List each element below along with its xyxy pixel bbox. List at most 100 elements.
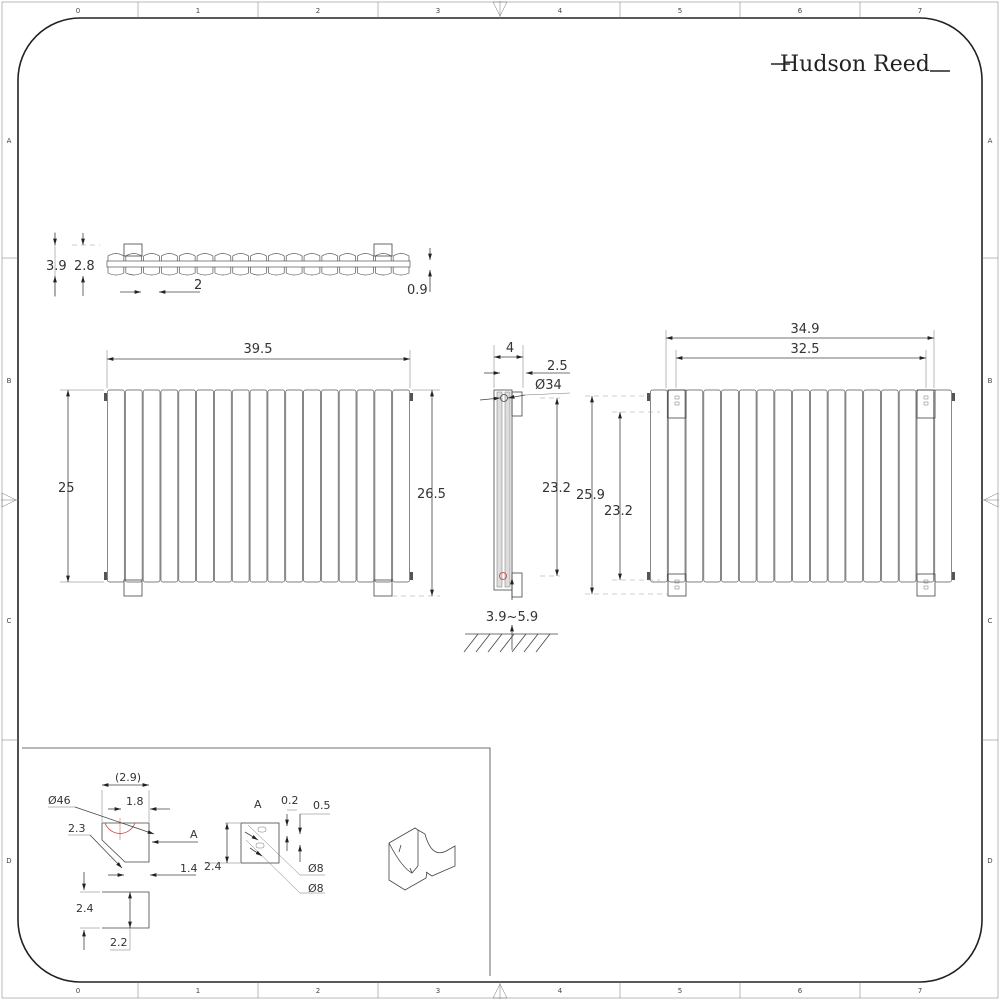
dim-pipe-centres: 23.2 xyxy=(542,481,571,496)
radiator-tube xyxy=(738,389,757,583)
dim-bend-width: 2.2 xyxy=(110,936,128,949)
bracket-slot xyxy=(674,579,680,584)
radiator-tube xyxy=(934,389,952,583)
radiator-tube xyxy=(650,389,668,583)
radiator-tube xyxy=(356,389,375,583)
radiator-tube xyxy=(196,389,214,583)
radiator-tube-top xyxy=(143,265,160,276)
grid-col-label: 5 xyxy=(678,7,682,15)
grid-col-label: 7 xyxy=(918,7,922,15)
radiator-tube xyxy=(685,389,704,583)
front-view-tubes xyxy=(104,389,413,583)
radiator-tube-top xyxy=(268,253,285,263)
radiator-tube-top xyxy=(250,265,267,276)
radiator-tube-top xyxy=(214,265,232,276)
radiator-tube-top xyxy=(250,253,267,263)
hatch-line xyxy=(511,633,527,653)
section-a-label: A xyxy=(254,798,262,811)
grid-col-label: 2 xyxy=(316,987,320,995)
hatch-line xyxy=(475,633,491,653)
grid-row-label: D xyxy=(6,857,11,865)
section-mark-a: A xyxy=(190,828,198,841)
dim-overall-depth: 3.9 xyxy=(46,259,67,274)
valve-cap xyxy=(647,572,650,580)
radiator-tube-top xyxy=(285,265,303,276)
hatch-line xyxy=(499,633,515,653)
dim-rear-bracket-centres: 32.5 xyxy=(791,342,820,357)
rear-view-tubes xyxy=(647,389,955,583)
logo-text: Hudson Reed xyxy=(780,52,930,77)
dim-side-depth: 4 xyxy=(506,341,514,356)
floor-hatch xyxy=(463,633,558,653)
grid-col-label: 6 xyxy=(798,987,803,995)
grid-row-label: B xyxy=(988,377,993,385)
radiator-tube xyxy=(249,389,268,583)
radiator-tube-top xyxy=(357,253,374,263)
radiator-tube xyxy=(214,389,232,583)
grid-col-label: 4 xyxy=(558,987,563,995)
radiator-tube-top xyxy=(339,265,356,276)
bracket-slot xyxy=(674,401,680,406)
grid-row-label: A xyxy=(988,137,993,145)
radiator-tube xyxy=(231,389,250,583)
radiator-tube-top xyxy=(196,253,214,263)
grid-row-label: A xyxy=(7,137,12,145)
radiator-tube-top xyxy=(303,265,321,276)
valve-cap xyxy=(952,572,955,580)
bracket-slot xyxy=(674,585,680,590)
radiator-tube-top xyxy=(161,265,178,276)
bracket-slot xyxy=(674,395,680,400)
dim-offset: 0.9 xyxy=(407,283,428,298)
wall-bracket xyxy=(916,573,936,597)
radiator-tube-top xyxy=(107,265,125,276)
grid-col-label: 6 xyxy=(798,7,803,15)
grid-col-label: 2 xyxy=(316,7,320,15)
radiator-tube xyxy=(916,389,935,583)
radiator-tube xyxy=(810,389,828,583)
hatch-line xyxy=(463,633,479,653)
bracket-slot xyxy=(923,401,929,406)
radiator-tube-top xyxy=(357,265,374,276)
pipe-connection-top xyxy=(500,394,508,402)
wall-bracket xyxy=(667,389,687,419)
radiator-tube-top xyxy=(392,253,410,263)
dim-bend-height: 2.4 xyxy=(76,902,94,915)
grid-col-label: 3 xyxy=(436,7,440,15)
dim-hole-2: Ø8 xyxy=(308,882,324,895)
radiator-tube xyxy=(107,389,125,583)
dim-bracket-width-ref: (2.9) xyxy=(115,771,141,784)
valve-cap xyxy=(104,393,107,401)
radiator-tube xyxy=(338,389,357,583)
dim-tube-depth: 2.8 xyxy=(74,259,95,274)
radiator-tube xyxy=(756,389,775,583)
valve-cap xyxy=(952,393,955,401)
grid-col-label: 0 xyxy=(76,987,80,995)
radiator-tube xyxy=(374,389,393,583)
dim-slot-offset: 0.5 xyxy=(313,799,331,812)
radiator-tube xyxy=(178,389,196,583)
top-view-tubes xyxy=(106,253,411,276)
rear-view: 34.9 32.5 25.9 23.2 xyxy=(576,322,955,597)
dim-hole-offset: 1.8 xyxy=(126,795,144,808)
bracket-isometric-view xyxy=(388,827,456,891)
hatch-line xyxy=(535,633,551,653)
radiator-tube xyxy=(285,389,303,583)
dim-arc-diameter: Ø46 xyxy=(48,794,71,807)
radiator-tube xyxy=(392,389,410,583)
grid-row-label: C xyxy=(7,617,12,625)
hatch-line xyxy=(523,633,539,653)
radiator-tube xyxy=(703,389,721,583)
radiator-tube xyxy=(792,389,810,583)
bracket-slot xyxy=(923,585,929,590)
radiator-tube xyxy=(303,389,321,583)
radiator-tube-top xyxy=(321,265,339,276)
dim-slot-width: 0.2 xyxy=(281,794,299,807)
grid-col-label: 0 xyxy=(76,7,80,15)
bracket-slot xyxy=(923,395,929,400)
radiator-tube xyxy=(845,389,864,583)
radiator-tube xyxy=(321,389,339,583)
radiator-tube xyxy=(160,389,179,583)
wall-bracket xyxy=(916,389,936,419)
